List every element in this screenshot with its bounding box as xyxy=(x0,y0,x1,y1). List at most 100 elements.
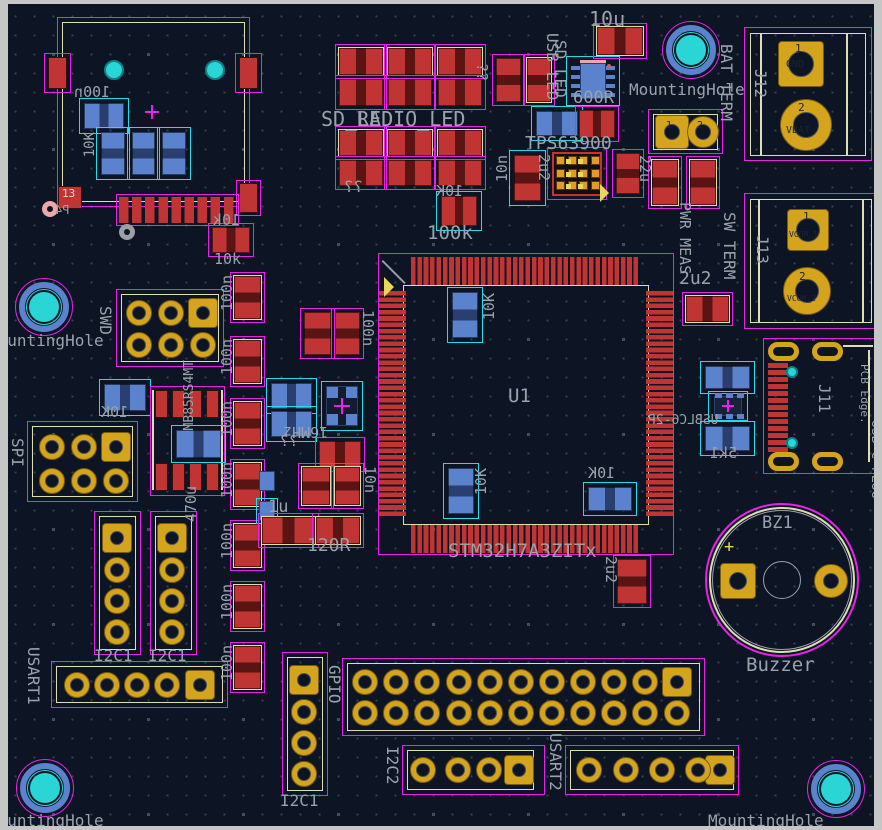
u1-pad-row-bottom[interactable] xyxy=(411,525,640,553)
mounting-hole[interactable] xyxy=(16,759,74,817)
res-10k-back[interactable] xyxy=(452,292,478,338)
mounting-hole[interactable] xyxy=(15,278,73,336)
mounting-hole[interactable] xyxy=(662,21,720,79)
pad-hole xyxy=(389,675,403,689)
led-resistor[interactable] xyxy=(339,48,383,75)
usart1-header-pad[interactable] xyxy=(154,672,180,698)
led-resistor[interactable] xyxy=(438,48,482,75)
res-10k-back[interactable] xyxy=(588,487,632,511)
cap-10n[interactable] xyxy=(335,467,360,505)
silk-label: 120R xyxy=(307,535,351,556)
pad-hole xyxy=(109,440,123,454)
j11-shield-pad[interactable] xyxy=(812,452,843,471)
cap-10n[interactable] xyxy=(302,467,330,505)
led-resistor[interactable] xyxy=(339,130,383,156)
led-resistor[interactable] xyxy=(388,130,432,156)
u1-pad-col-left[interactable] xyxy=(379,291,406,518)
res-10k-back[interactable] xyxy=(132,132,155,175)
cap-100n[interactable] xyxy=(335,312,360,355)
i2c1-header-a-pad[interactable] xyxy=(104,588,130,614)
i2c1-header-b-pad[interactable] xyxy=(159,619,185,645)
mounting-hole[interactable] xyxy=(807,760,865,818)
gpio-header-pad[interactable] xyxy=(632,669,658,695)
pad-hole xyxy=(796,218,820,242)
led-resistor[interactable] xyxy=(339,160,383,186)
led-resistor[interactable] xyxy=(388,48,432,75)
j11-usb-finger-pads[interactable] xyxy=(768,363,788,454)
led-resistor[interactable] xyxy=(388,160,432,186)
j11-hole[interactable] xyxy=(786,437,798,449)
esd-res-5k1-back[interactable] xyxy=(705,426,750,451)
silk-label: 1 xyxy=(803,210,810,223)
usb-led-ic[interactable] xyxy=(580,63,606,99)
res-10k-back[interactable] xyxy=(162,132,186,175)
cap-100n[interactable] xyxy=(234,524,261,567)
led-resistor[interactable] xyxy=(339,79,383,106)
silk-label: 10k xyxy=(214,250,242,268)
res-120r[interactable] xyxy=(316,517,360,544)
led-resistor[interactable] xyxy=(388,79,432,106)
cap-100n[interactable] xyxy=(234,585,261,628)
gpio-header-pad[interactable] xyxy=(477,669,503,695)
sdcard-locating-hole[interactable] xyxy=(205,60,225,80)
cap-back[interactable] xyxy=(536,111,578,136)
j12-pad-1-gnd[interactable] xyxy=(778,41,824,87)
i2c1-header-a-pad-1[interactable] xyxy=(102,523,132,553)
i2c1-header-c-pad[interactable] xyxy=(291,730,317,756)
buzzer-pad-gnd[interactable] xyxy=(814,564,848,598)
j11-hole[interactable] xyxy=(786,366,798,378)
cap-100n[interactable] xyxy=(304,312,331,355)
res-10k-back[interactable] xyxy=(101,132,125,175)
cap-100n[interactable] xyxy=(234,402,261,445)
xtal-load-cap-back[interactable] xyxy=(271,383,312,409)
cap-100n[interactable] xyxy=(234,340,261,383)
resistor[interactable] xyxy=(496,58,521,102)
silk-label: SPI xyxy=(8,438,27,467)
j11-shield-pad[interactable] xyxy=(768,452,799,471)
cap-back[interactable] xyxy=(176,430,221,458)
gpio-header-pad[interactable] xyxy=(508,669,534,695)
u1-pad-row-top[interactable] xyxy=(411,257,640,285)
j11-shield-pad[interactable] xyxy=(768,342,799,361)
res-10k-back[interactable] xyxy=(448,468,474,514)
pad-hole xyxy=(607,706,621,720)
courtyard-back xyxy=(96,127,130,180)
cap-100n[interactable] xyxy=(234,276,261,319)
swd-header-pad[interactable] xyxy=(126,332,152,358)
gpio-header-pad[interactable] xyxy=(414,700,440,726)
gpio-header-pad[interactable] xyxy=(539,700,565,726)
cap-100n[interactable] xyxy=(234,646,261,689)
cap-2u2[interactable] xyxy=(686,296,729,322)
qfn-paste-dot xyxy=(578,184,583,189)
gpio-header-pad[interactable] xyxy=(539,669,565,695)
cap-100n-back[interactable] xyxy=(84,103,124,129)
cap-1u[interactable] xyxy=(262,517,315,544)
ferrite-600r[interactable] xyxy=(579,110,615,138)
cap-10n[interactable] xyxy=(514,155,541,201)
pad-hole xyxy=(45,474,59,488)
led-resistor[interactable] xyxy=(438,79,482,106)
j13-pad-2[interactable] xyxy=(783,267,831,315)
cap-10u[interactable] xyxy=(597,27,643,55)
silk-label: 13 xyxy=(62,187,76,200)
sdcard-locating-hole[interactable] xyxy=(104,60,124,80)
res-10k-back[interactable] xyxy=(104,384,146,411)
gpio-header-pad[interactable] xyxy=(446,669,472,695)
res-10k-front[interactable] xyxy=(212,227,250,253)
led-resistor[interactable] xyxy=(438,160,482,186)
esd-res-back[interactable] xyxy=(705,366,750,389)
led-resistor[interactable] xyxy=(438,130,482,156)
cap-2u2[interactable] xyxy=(617,559,647,604)
cap[interactable] xyxy=(616,153,640,194)
u1-pad-col-right[interactable] xyxy=(646,291,673,518)
resistor[interactable] xyxy=(527,58,551,102)
xtal-load-cap-back[interactable] xyxy=(271,411,312,437)
silk-label: ?? xyxy=(344,177,364,196)
sdcard-pin-row[interactable] xyxy=(119,197,236,223)
cap-22u[interactable] xyxy=(690,160,716,205)
cap-22u[interactable] xyxy=(652,160,678,205)
j11-shield-pad[interactable] xyxy=(812,342,843,361)
cap-100k[interactable] xyxy=(441,196,477,226)
silk-label: STM32H7A3ZITx xyxy=(448,540,597,562)
